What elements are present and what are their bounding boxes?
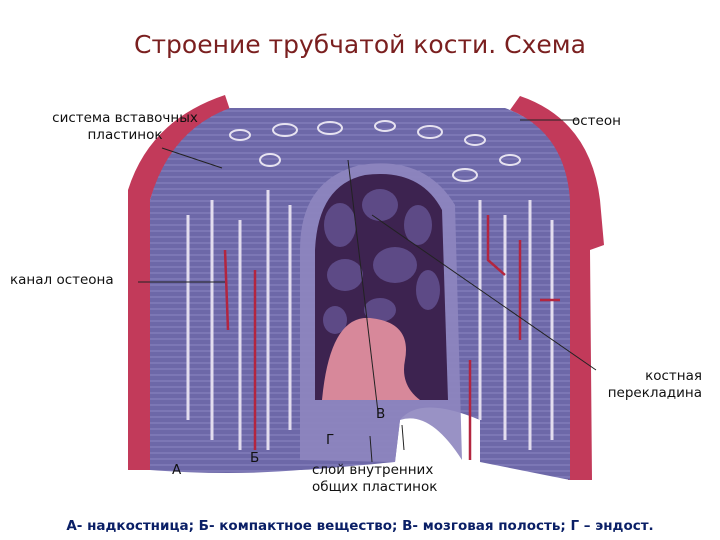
label-osteon-canal: канал остеона [10, 272, 114, 288]
osteon-columns [186, 190, 554, 450]
periosteum-left [128, 95, 230, 470]
label-letter-b: Б [250, 450, 260, 466]
label-osteon: остеон [572, 113, 621, 129]
label-letter-v: В [376, 406, 386, 422]
periosteum-right [510, 96, 604, 480]
label-letter-a: А [172, 462, 182, 478]
label-bone-trabecula: костная перекладина [607, 368, 702, 401]
page-title: Строение трубчатой кости. Схема [134, 30, 586, 59]
osteon-canals [223, 215, 560, 460]
leader-lines [138, 119, 597, 463]
label-inner-lamellae-layer: слой внутренних общих пластинок [312, 462, 438, 495]
endosteum [322, 317, 420, 400]
label-interstitial-system: система вставочных пластинок [52, 110, 198, 143]
osteons [229, 120, 521, 182]
label-letter-g: Г [326, 432, 335, 448]
legend-caption: А- надкостница; Б- компактное вещество; … [66, 518, 654, 534]
trabeculae [323, 189, 440, 334]
